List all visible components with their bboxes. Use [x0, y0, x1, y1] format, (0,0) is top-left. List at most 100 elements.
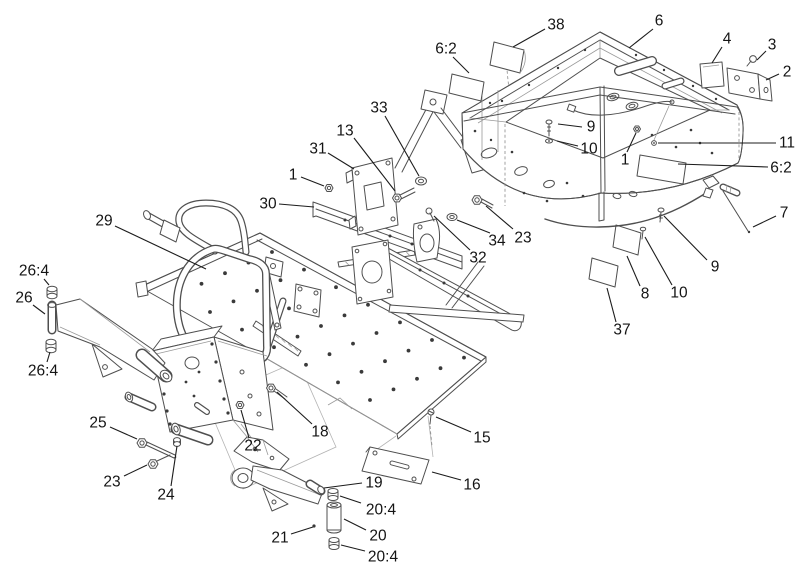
leader-line	[644, 236, 673, 286]
caster-plate	[351, 239, 394, 305]
leader-line	[300, 176, 325, 187]
callout-13: 13	[336, 123, 396, 192]
callout-number: 7	[780, 205, 789, 222]
callout-23: 23	[103, 464, 148, 491]
callout-number: 11	[779, 135, 795, 152]
callout-number: 8	[641, 286, 650, 303]
leader-line	[240, 409, 250, 439]
leader-line	[384, 115, 420, 177]
nut-1	[324, 184, 334, 192]
rail-end-cap	[135, 280, 149, 298]
callout-number: 21	[271, 530, 288, 547]
callout-number: 15	[473, 430, 490, 447]
bumper-cap-top	[46, 285, 58, 293]
callout-10: 10	[556, 140, 598, 158]
callout-number: 23	[103, 474, 120, 491]
leader-line	[353, 137, 396, 192]
callout-number: 3	[768, 37, 777, 54]
bolt-23-mid	[471, 195, 483, 205]
callout-10: 10	[644, 236, 688, 302]
callout-23: 23	[485, 205, 532, 247]
screw-9-low	[657, 207, 665, 213]
callout-number: 26:4	[19, 263, 50, 280]
callout-11: 11	[658, 135, 795, 152]
callout-number: 6:2	[770, 160, 792, 177]
callout-number: 9	[587, 119, 596, 136]
callout-9: 9	[557, 119, 596, 136]
callout-25: 25	[89, 415, 138, 440]
callout-19: 19	[323, 475, 383, 492]
callout-37: 37	[606, 287, 631, 339]
callout-2: 2	[765, 64, 791, 81]
frame-tower	[124, 325, 274, 453]
leader-line	[557, 123, 583, 128]
callout-number: 20:4	[368, 549, 399, 566]
decal-62-right	[636, 154, 687, 185]
leader-line	[109, 426, 138, 440]
callout-6-2: 6:2	[435, 41, 470, 74]
callout-20-4: 20:4	[340, 544, 399, 566]
leader-line	[512, 28, 546, 48]
callout-1: 1	[621, 132, 637, 169]
corner-bracket-parts	[699, 55, 773, 102]
arm-body	[250, 465, 324, 505]
callout-number: 32	[469, 250, 486, 267]
roll-bar	[143, 199, 272, 368]
leader-line	[32, 304, 46, 315]
callout-number: 25	[89, 415, 106, 432]
cap-bottom	[328, 537, 340, 543]
callout-21: 21	[271, 526, 314, 547]
callout-number: 24	[157, 487, 175, 504]
callout-26-4: 26:4	[19, 263, 50, 286]
phantom-lines	[205, 59, 510, 490]
callout-number: 34	[488, 233, 506, 250]
leader-line	[340, 544, 366, 552]
callout-number: 6:2	[435, 41, 457, 58]
rail-lower	[388, 304, 525, 323]
callout-20-4: 20:4	[339, 495, 396, 519]
leader-line	[170, 445, 178, 487]
leader-line	[46, 351, 51, 363]
pivot-bushing	[231, 467, 255, 489]
callout-30: 30	[259, 196, 315, 213]
callout-26-4: 26:4	[28, 351, 58, 380]
callout-number: 33	[370, 100, 387, 117]
bolt-9-box	[545, 119, 553, 125]
callout-number: 13	[336, 123, 353, 140]
leader-line	[711, 46, 723, 64]
harness-clip	[702, 175, 720, 189]
callout-number: 38	[547, 17, 564, 34]
callout-number: 10	[670, 285, 688, 302]
callout-26: 26	[15, 290, 46, 315]
leader-line	[114, 225, 207, 270]
callout-22: 22	[240, 409, 262, 455]
callout-number: 1	[289, 167, 298, 184]
leader-line	[276, 391, 313, 425]
callout-number: 20	[369, 528, 387, 545]
callout-number: 26	[15, 290, 32, 307]
callout-1: 1	[289, 167, 325, 187]
screw-10-low	[639, 226, 647, 232]
callout-number: 29	[95, 213, 112, 230]
bolt-25-head	[136, 438, 148, 448]
screw-32	[425, 207, 433, 215]
nut-22	[235, 401, 245, 409]
cylinder-20	[326, 504, 342, 531]
callout-number: 9	[711, 259, 720, 276]
idler-arm-left	[45, 285, 173, 383]
leader-line	[626, 255, 641, 287]
callout-8: 8	[626, 255, 650, 303]
leader-line	[323, 482, 363, 489]
teardrop-bracket	[412, 218, 441, 263]
nut-1-box	[633, 125, 641, 133]
decal-38	[489, 41, 525, 74]
washer-34	[446, 213, 458, 221]
pin-21	[312, 524, 316, 528]
bracket-2	[726, 67, 761, 100]
callout-7: 7	[752, 205, 789, 228]
leader-line	[433, 215, 471, 251]
idler-arm-bottom	[136, 383, 342, 550]
bolt-18	[266, 383, 276, 393]
leader-line	[765, 73, 780, 81]
